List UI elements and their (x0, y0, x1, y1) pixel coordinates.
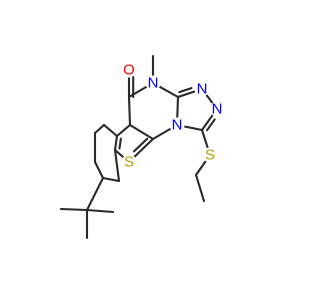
atom-label: N (148, 75, 159, 92)
atom-label: S (205, 147, 215, 164)
bond-CH2-CH3 (194, 173, 206, 203)
atom-label: N (212, 101, 223, 118)
bond-C4a-C5 (127, 95, 132, 127)
atom-background (209, 101, 225, 117)
atom-label: O (123, 62, 135, 79)
bond-Cq-MeC (85, 208, 115, 214)
bond-layer (59, 54, 216, 240)
atom-nt1: N (194, 81, 210, 98)
atom-label: N (197, 81, 208, 98)
bond-C1-Nf (182, 125, 204, 132)
atom-label: N (172, 117, 183, 134)
bond-C8-C9 (101, 176, 121, 183)
bond-C1-S2 (200, 128, 209, 150)
bond-C8a-C4b (113, 134, 119, 152)
atom-s1: S (121, 154, 137, 171)
bond-Nf-C3a (176, 95, 180, 120)
bond-C3a-Nt1 (176, 90, 197, 99)
bond-C4b-C5b (102, 123, 119, 138)
bond-C_N-S1 (133, 137, 155, 159)
atom-s2: S (202, 147, 218, 164)
bond-C8-Cq (85, 176, 105, 212)
bond-C4b-C4a (115, 123, 132, 138)
bond-C8a-C4b-double (118, 137, 122, 150)
bond-C_N-C4a (128, 123, 155, 141)
bond-C9-C8a (113, 148, 121, 183)
bond-Nt2-C1 (200, 113, 214, 132)
bond-C3a-Nt1-double (178, 87, 193, 94)
bond-Nf-C_N (151, 127, 173, 141)
bond-C5b-C6 (93, 123, 106, 135)
bond-C_N-S1-double (132, 137, 149, 153)
bond-Nt2-C1-double (206, 118, 216, 132)
atom-background (202, 147, 218, 163)
bond-C7-C8 (93, 160, 105, 180)
atom-background (194, 81, 210, 97)
bond-Cq-MeA (59, 207, 89, 212)
atom-nt2: N (209, 101, 225, 118)
bond-Nt1-Nt2 (205, 93, 214, 105)
atom-background (121, 62, 137, 78)
atom-n4: N (145, 75, 161, 92)
bond-N4-C3a (158, 85, 180, 99)
bond-C5-N4 (127, 85, 149, 99)
atom-label: S (124, 154, 134, 171)
atom-o: O (121, 62, 137, 79)
bond-S2-CH2 (194, 159, 208, 177)
atom-nf: N (169, 117, 185, 134)
atom-background (169, 117, 185, 133)
bond-S1-C8a (113, 148, 125, 159)
atom-background (121, 154, 137, 170)
atom-background (145, 75, 161, 91)
